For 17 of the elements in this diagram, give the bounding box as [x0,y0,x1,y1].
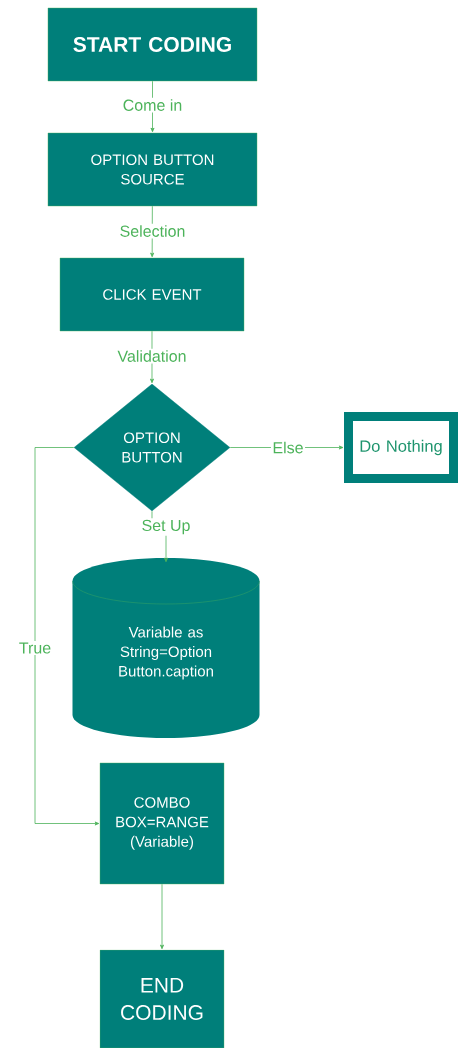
edge-label: True [17,640,53,656]
edge-label: Selection [118,223,187,239]
process-box: START CODING [47,7,258,82]
cylinder: Variable as String=Option Button.caption [72,558,260,738]
arrow [150,80,155,133]
edge-label: Else [270,440,306,455]
process-box: OPTION BUTTON SOURCE [47,132,258,207]
edge-label: Validation [115,348,189,364]
arrow [150,205,155,258]
arrow [34,447,100,826]
process-box: CLICK EVENT [59,257,245,332]
arrow [160,883,164,950]
edge-label: Come in [121,97,184,113]
process-box: COMBO BOX=RANGE (Variable) [99,762,225,885]
outlined-box: Do Nothing [344,412,458,483]
edge-label: Set Up [140,518,192,536]
process-box: END CODING [99,949,225,1048]
